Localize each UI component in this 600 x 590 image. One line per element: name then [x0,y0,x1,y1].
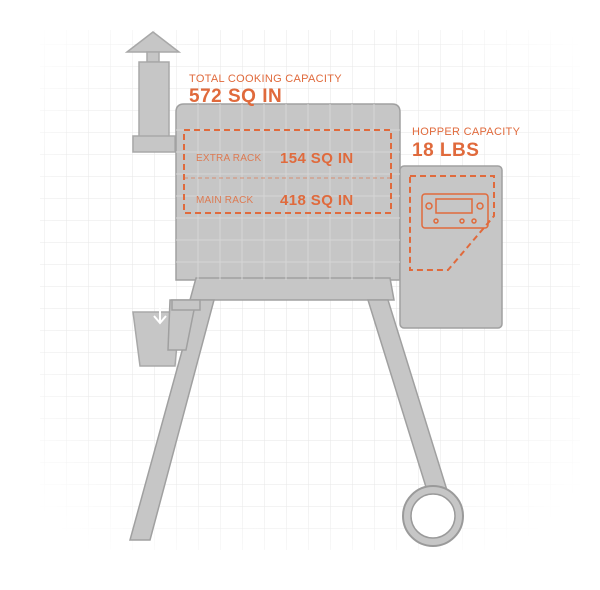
total-capacity-title: TOTAL COOKING CAPACITY [189,73,342,85]
extra-rack-title: EXTRA RACK [196,153,262,164]
main-rack-value: 418 SQ IN [280,192,354,209]
hopper-outline [409,175,495,271]
total-capacity-value: 572 SQ IN [189,86,283,107]
wheel [402,485,464,547]
chimney [124,31,182,153]
hopper-capacity-title: HOPPER CAPACITY [412,126,521,138]
main-rack-title: MAIN RACK [196,195,254,206]
hopper [399,165,503,329]
cooking-area-outline [183,129,392,214]
hopper-capacity-value: 18 LBS [412,140,480,161]
controller-panel [421,193,489,229]
barrel [175,103,401,281]
extra-rack-value: 154 SQ IN [280,150,354,167]
